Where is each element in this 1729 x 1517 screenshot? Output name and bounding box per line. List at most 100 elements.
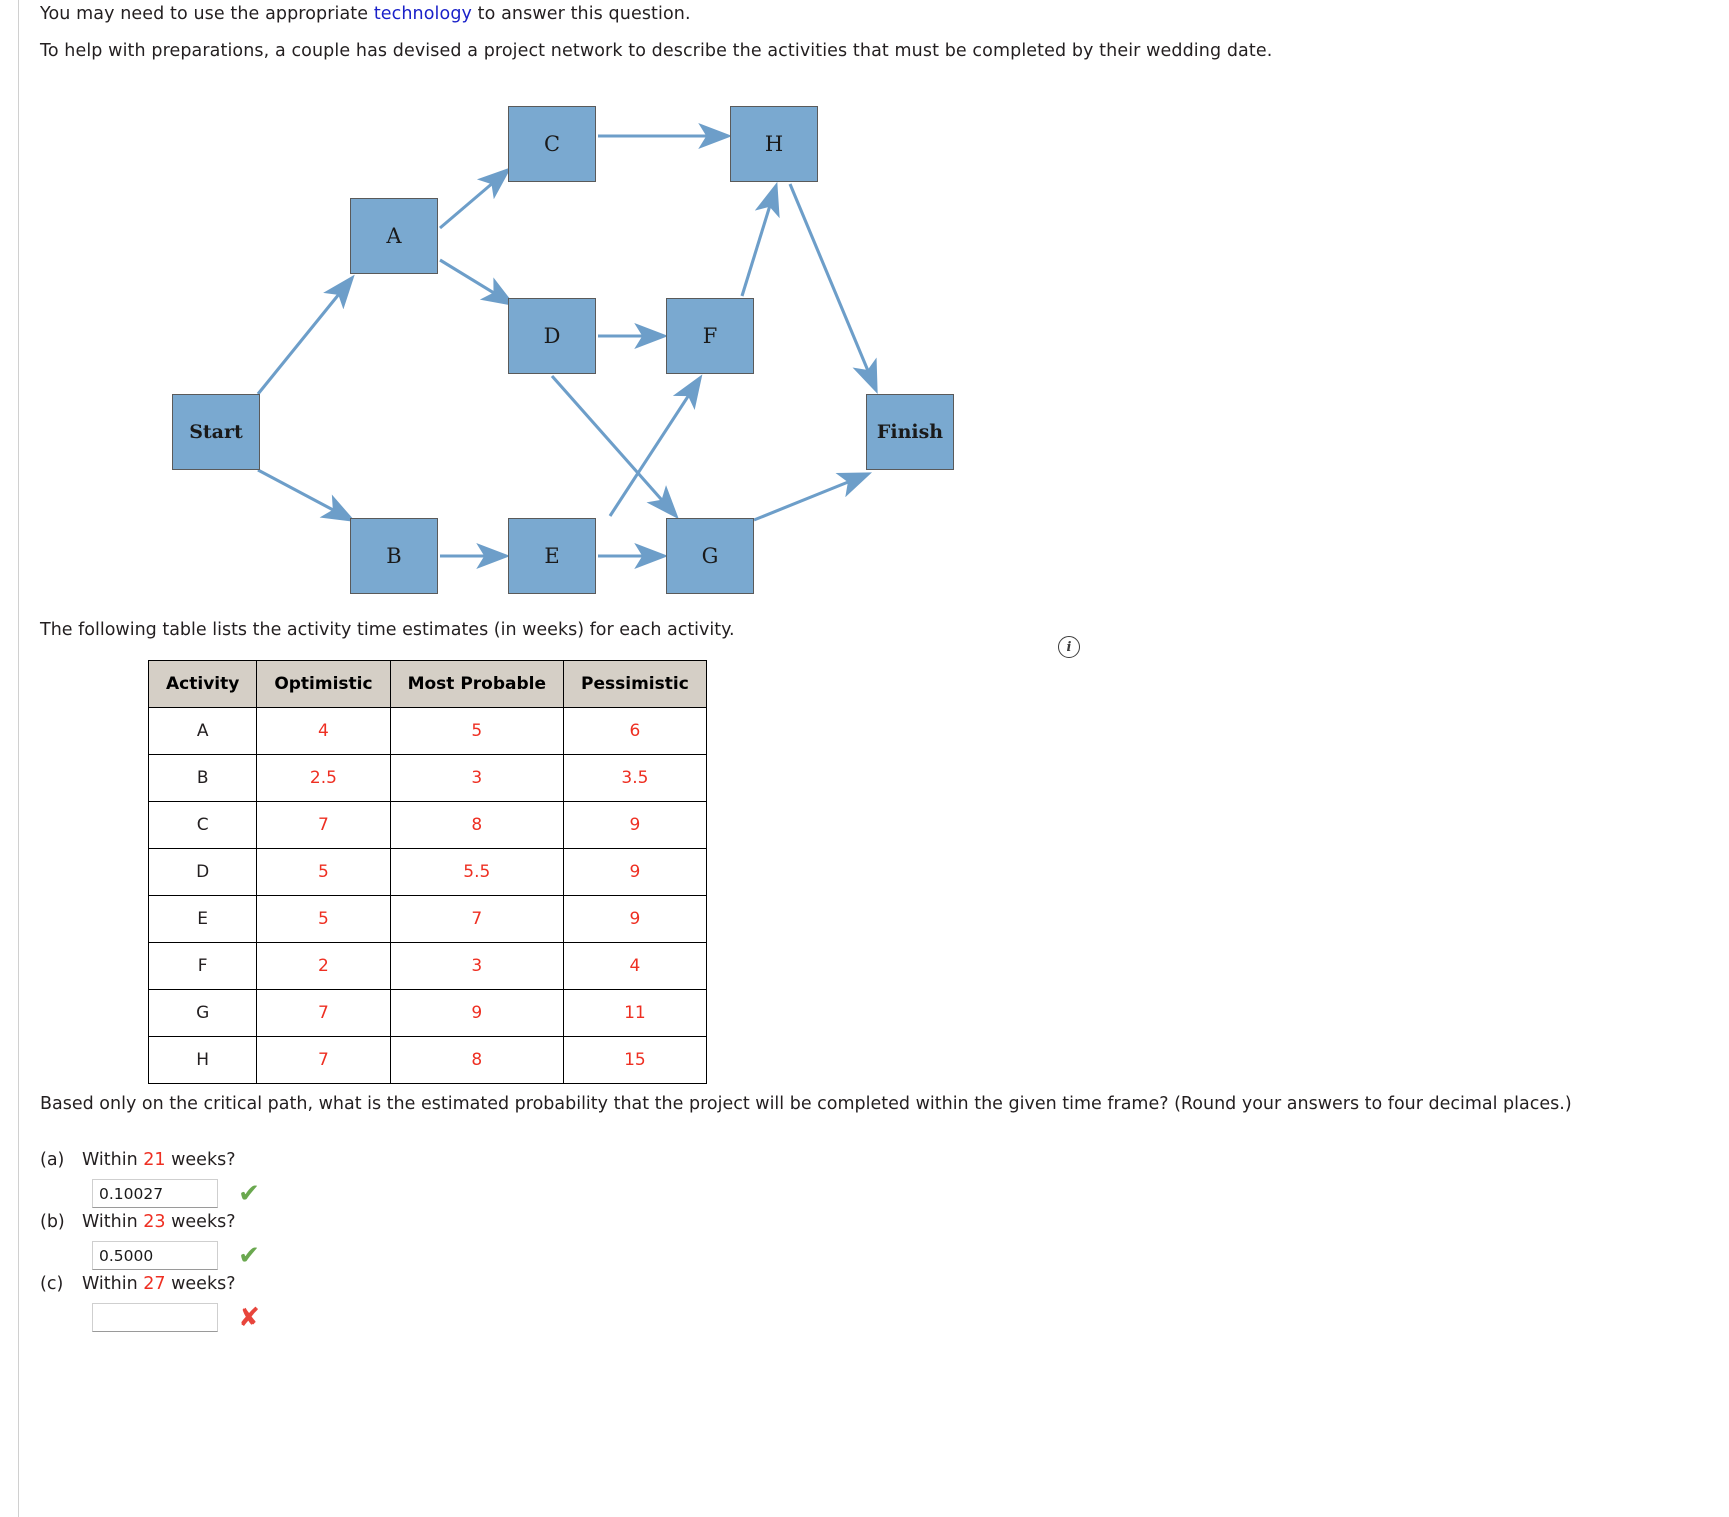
correct-check-icon: ✔ — [238, 1178, 260, 1209]
table-row: E 5 7 9 — [147, 895, 707, 943]
answer-a-row: ✔ — [92, 1179, 262, 1208]
answer-b-pre: Within — [82, 1212, 144, 1232]
technology-notice: You may need to use the appropriate tech… — [40, 4, 691, 24]
cell-pessimistic: 9 — [563, 801, 707, 849]
answer-a-pre: Within — [82, 1150, 144, 1170]
cell-pessimistic: 15 — [563, 1036, 707, 1084]
cell-activity: E — [147, 895, 258, 943]
cell-pessimistic: 6 — [563, 707, 707, 755]
answer-b-row: ✔ — [92, 1241, 262, 1270]
table-header-row: Activity Optimistic Most Probable Pessim… — [147, 660, 707, 708]
problem-statement: To help with preparations, a couple has … — [40, 41, 1273, 61]
node-b-label: B — [386, 544, 402, 568]
pane-divider — [18, 0, 19, 1517]
activity-estimates-table: Activity Optimistic Most Probable Pessim… — [147, 660, 707, 1084]
cell-optimistic: 7 — [256, 1036, 391, 1084]
col-optimistic: Optimistic — [256, 660, 391, 708]
answer-c-input[interactable] — [92, 1303, 218, 1332]
node-e: E — [508, 518, 596, 594]
node-g-label: G — [701, 544, 719, 568]
table-row: F 2 3 4 — [147, 942, 707, 990]
node-h-label: H — [764, 132, 784, 156]
info-icon-glyph: i — [1066, 639, 1072, 655]
cell-optimistic: 5 — [256, 895, 391, 943]
table-row: D 5 5.5 9 — [147, 848, 707, 896]
answer-a-label: (a) Within 21 weeks? — [40, 1150, 262, 1170]
answer-a-input[interactable] — [92, 1179, 218, 1208]
correct-check-icon: ✔ — [238, 1240, 260, 1271]
cell-optimistic: 7 — [256, 989, 391, 1037]
project-network-diagram: Start A B C D E F G H Finish — [0, 88, 1120, 618]
cell-most-probable: 5 — [389, 707, 565, 755]
answer-a-weeks: 21 — [143, 1150, 166, 1170]
col-activity: Activity — [147, 660, 258, 708]
cell-most-probable: 3 — [389, 754, 565, 802]
cell-pessimistic: 11 — [563, 989, 707, 1037]
answer-c-weeks: 27 — [143, 1274, 166, 1294]
cell-optimistic: 5 — [256, 848, 391, 896]
cell-activity: G — [147, 989, 258, 1037]
technology-link[interactable]: technology — [373, 4, 472, 24]
node-d: D — [508, 298, 596, 374]
cell-most-probable: 7 — [389, 895, 565, 943]
answer-c-row: ✘ — [92, 1303, 262, 1332]
cell-pessimistic: 3.5 — [563, 754, 707, 802]
answer-c-pre: Within — [82, 1274, 144, 1294]
cell-optimistic: 4 — [256, 707, 391, 755]
cell-most-probable: 5.5 — [389, 848, 565, 896]
answer-c-paren: (c) — [40, 1274, 64, 1294]
cell-optimistic: 2.5 — [256, 754, 391, 802]
answer-part-a: (a) Within 21 weeks? ✔ — [40, 1150, 262, 1208]
answer-b-weeks: 23 — [143, 1212, 166, 1232]
cell-most-probable: 8 — [389, 801, 565, 849]
node-f-label: F — [702, 324, 718, 348]
node-a-label: A — [386, 224, 402, 248]
cell-most-probable: 9 — [389, 989, 565, 1037]
table-intro-text: The following table lists the activity t… — [40, 620, 735, 640]
node-g: G — [666, 518, 754, 594]
answer-c-label: (c) Within 27 weeks? — [40, 1274, 262, 1294]
node-c-label: C — [543, 132, 561, 156]
node-h: H — [730, 106, 818, 182]
node-c: C — [508, 106, 596, 182]
info-icon[interactable]: i — [1058, 636, 1080, 658]
cell-optimistic: 7 — [256, 801, 391, 849]
cell-most-probable: 3 — [389, 942, 565, 990]
node-finish-label: Finish — [876, 421, 944, 443]
cell-activity: D — [147, 848, 258, 896]
answer-a-paren: (a) — [40, 1150, 65, 1170]
node-f: F — [666, 298, 754, 374]
answer-b-input[interactable] — [92, 1241, 218, 1270]
cell-pessimistic: 9 — [563, 895, 707, 943]
answer-a-post: weeks? — [165, 1150, 236, 1170]
node-a: A — [350, 198, 438, 274]
answer-c-post: weeks? — [165, 1274, 236, 1294]
answer-part-c: (c) Within 27 weeks? ✘ — [40, 1274, 262, 1332]
cell-activity: B — [147, 754, 258, 802]
table-row: G 7 9 11 — [147, 989, 707, 1037]
cell-pessimistic: 9 — [563, 848, 707, 896]
technology-notice-pre: You may need to use the appropriate — [40, 4, 374, 24]
answer-b-post: weeks? — [165, 1212, 236, 1232]
answer-b-paren: (b) — [40, 1212, 65, 1232]
node-d-label: D — [543, 324, 561, 348]
cell-pessimistic: 4 — [563, 942, 707, 990]
incorrect-cross-icon: ✘ — [238, 1302, 260, 1333]
node-e-label: E — [544, 544, 560, 568]
cell-most-probable: 8 — [389, 1036, 565, 1084]
node-b: B — [350, 518, 438, 594]
table-row: A 4 5 6 — [147, 707, 707, 755]
table-row: C 7 8 9 — [147, 801, 707, 849]
answer-b-label: (b) Within 23 weeks? — [40, 1212, 262, 1232]
cell-activity: A — [147, 707, 258, 755]
node-start-label: Start — [189, 421, 243, 443]
cell-optimistic: 2 — [256, 942, 391, 990]
technology-notice-post: to answer this question. — [472, 4, 691, 24]
network-arrows — [256, 122, 878, 570]
answer-part-b: (b) Within 23 weeks? ✔ — [40, 1212, 262, 1270]
col-most-probable: Most Probable — [389, 660, 565, 708]
col-pessimistic: Pessimistic — [563, 660, 707, 708]
table-row: H 7 8 15 — [147, 1036, 707, 1084]
cell-activity: H — [147, 1036, 258, 1084]
